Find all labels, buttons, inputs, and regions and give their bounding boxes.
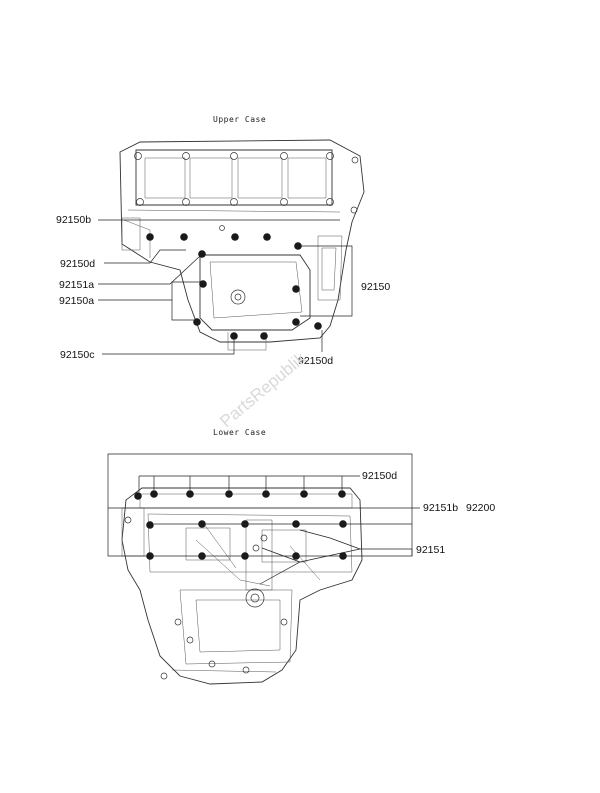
callout-92151: 92151 xyxy=(416,544,445,556)
callout-92150d-right: 92150d xyxy=(298,355,333,367)
callout-92150d: 92150d xyxy=(60,258,95,270)
lower-case-title: Lower Case xyxy=(213,428,266,437)
callout-92150c: 92150c xyxy=(60,349,94,361)
upper-leader-lines xyxy=(98,219,353,355)
bolt-marker xyxy=(263,233,271,241)
bolt-marker xyxy=(294,242,302,250)
upper-case-title: Upper Case xyxy=(213,115,266,124)
callout-92200: 92200 xyxy=(466,502,495,514)
callout-92150a: 92150a xyxy=(59,295,94,307)
lower-case-bolts xyxy=(124,490,347,680)
bolt-marker xyxy=(231,233,239,241)
bolt-marker xyxy=(146,233,154,241)
bolt-marker xyxy=(230,332,238,340)
bolt-marker xyxy=(292,318,300,326)
callout-92151a: 92151a xyxy=(59,279,94,291)
bolt-marker xyxy=(292,285,300,293)
lower-case-drawing xyxy=(121,487,363,685)
bolt-marker xyxy=(198,250,206,258)
bolt-marker xyxy=(186,490,194,498)
bolt-marker xyxy=(300,490,308,498)
bolt-marker xyxy=(180,233,188,241)
bolt-marker xyxy=(314,322,322,330)
callout-92151b: 92151b xyxy=(423,502,458,514)
bolt-marker xyxy=(193,318,201,326)
bolt-marker xyxy=(225,490,233,498)
watermark: PartsRepublik xyxy=(216,348,310,431)
callout-92150d-lower: 92150d xyxy=(362,470,397,482)
bolt-marker xyxy=(134,492,142,500)
bolt-marker xyxy=(262,490,270,498)
bolt-marker xyxy=(199,280,207,288)
bolt-marker xyxy=(146,521,154,529)
bolt-marker xyxy=(338,490,346,498)
callout-92150: 92150 xyxy=(361,281,390,293)
upper-case-drawing xyxy=(119,139,365,351)
lower-leader-lines xyxy=(107,453,420,585)
bolt-marker xyxy=(260,332,268,340)
callout-92150b: 92150b xyxy=(56,214,91,226)
bolt-marker xyxy=(150,490,158,498)
